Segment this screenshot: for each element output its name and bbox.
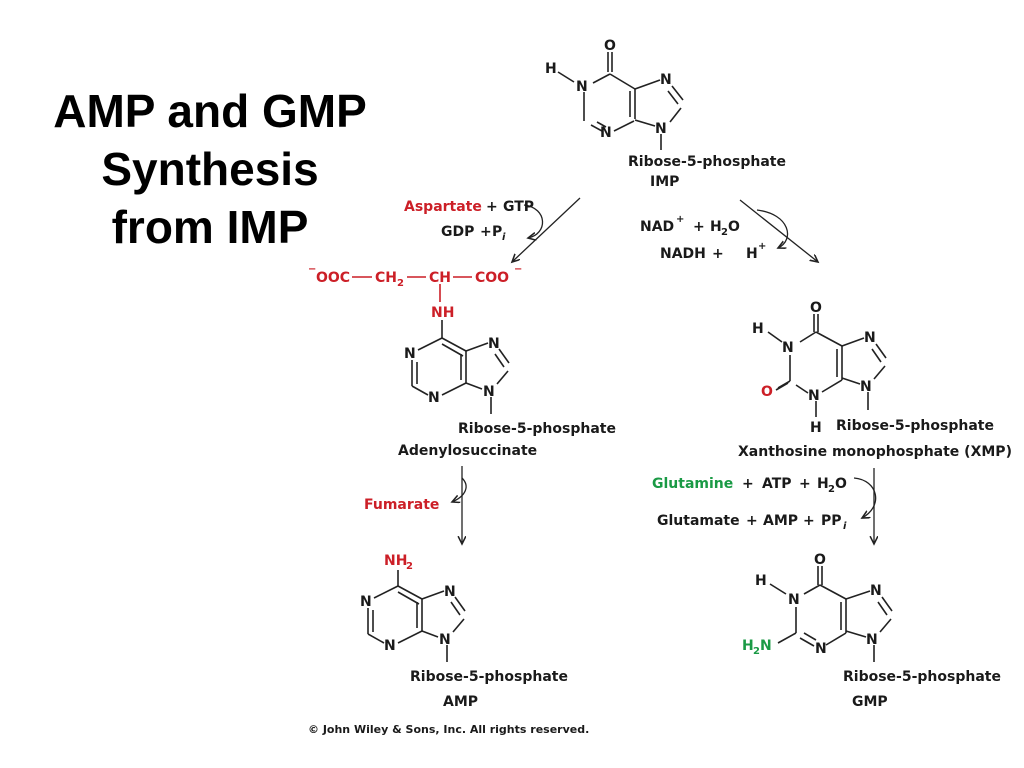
plus-sign: + [742, 476, 754, 492]
gmp-n3: N [815, 641, 827, 657]
fumarate-label: Fumarate [364, 497, 439, 513]
glutamine-label: Glutamine [652, 476, 733, 492]
title-line-1: AMP and GMP [53, 85, 367, 137]
atp-label: ATP [762, 476, 792, 492]
imp-n3: N [600, 125, 612, 141]
xmp-name: Xanthosine monophosphate (XMP) [738, 444, 1012, 460]
plus-sign: + [803, 513, 815, 529]
adenylosuccinate-sugar: Ribose-5-phosphate [458, 421, 616, 437]
h2o-subscript: 2 [828, 484, 835, 495]
ade-n1: N [404, 346, 416, 362]
imp-o: O [604, 38, 616, 54]
title-line-3: from IMP [111, 201, 309, 253]
nad-label: NAD [640, 219, 674, 235]
gmp-h1: H [755, 573, 767, 589]
h2o-subscript: 2 [721, 227, 728, 238]
gmp-o6: O [814, 552, 826, 568]
ade-n9: N [483, 384, 495, 400]
adenylosuccinate-structure: − OOC CH 2 CH COO − NH N N N N Ribose-5-… [308, 264, 616, 459]
plus-sign: + [486, 199, 498, 215]
xmp-h1: H [752, 321, 764, 337]
amp-n7: N [444, 584, 456, 600]
xmp-n7: N [864, 330, 876, 346]
imp-name: IMP [650, 174, 679, 190]
succinyl-ch2-subscript: 2 [397, 278, 404, 289]
amp-structure: NH 2 N N N N Ribose-5-phosphate AMP [360, 553, 568, 710]
right-step2: Glutamine + ATP + H 2 O Glutamate + AMP … [652, 468, 876, 544]
xmp-o6: O [810, 300, 822, 316]
amp-n1: N [360, 594, 372, 610]
succinyl-ch2: CH [375, 270, 397, 286]
gmp-name: GMP [852, 694, 888, 710]
gmp-n7: N [870, 583, 882, 599]
amp-product-label: AMP [763, 513, 798, 529]
slide-title: AMP and GMP Synthesis from IMP [20, 82, 400, 256]
plus-sign: + [693, 219, 705, 235]
xmp-h3: H [810, 420, 822, 436]
hplus-charge: + [758, 241, 766, 252]
gmp-structure: H N O H 2 N N N N Ribose-5-phosphate GMP [742, 552, 1001, 710]
amp-n9: N [439, 632, 451, 648]
pi-label: P [492, 224, 502, 240]
ade-n7: N [488, 336, 500, 352]
gmp-n9: N [866, 632, 878, 648]
left-step2: Fumarate [364, 466, 467, 544]
succinyl-charge-right: − [514, 264, 522, 275]
plus-sign: + [712, 246, 724, 262]
plus-sign: + [746, 513, 758, 529]
succinyl-ch: CH [429, 270, 451, 286]
xmp-structure: H N O O N H N N Ribose-5-phosphate Xanth… [738, 300, 1012, 460]
succinyl-nh: NH [431, 305, 454, 321]
copyright-notice: © John Wiley & Sons, Inc. All rights res… [308, 723, 589, 736]
pi-subscript: i [502, 232, 506, 243]
imp-n1: N [576, 79, 588, 95]
hplus-label: H [746, 246, 758, 262]
gmp-h2n-n: N [760, 638, 772, 654]
succinyl-coo: COO [475, 270, 509, 286]
h2o-h: H [710, 219, 722, 235]
gmp-sugar: Ribose-5-phosphate [843, 669, 1001, 685]
xmp-n1: N [782, 340, 794, 356]
gtp-label: GTP [503, 199, 534, 215]
amp-name: AMP [443, 694, 478, 710]
nadh-label: NADH [660, 246, 706, 262]
h2o-h: H [817, 476, 829, 492]
h2o-o: O [728, 219, 740, 235]
adenylosuccinate-name: Adenylosuccinate [398, 443, 537, 459]
ppi-label: PP [821, 513, 842, 529]
gmp-h2n-subscript: 2 [753, 646, 760, 657]
left-step1: Aspartate + GTP GDP + P i [404, 197, 581, 262]
glutamate-label: Glutamate [657, 513, 740, 529]
succinyl-ooc: OOC [316, 270, 350, 286]
xmp-sugar: Ribose-5-phosphate [836, 418, 994, 434]
imp-sugar: Ribose-5-phosphate [628, 154, 786, 170]
h2o-o: O [835, 476, 847, 492]
imp-n9: N [655, 121, 667, 137]
amp-nh2-subscript: 2 [406, 561, 413, 572]
amp-n3: N [384, 638, 396, 654]
gmp-h2n-h: H [742, 638, 754, 654]
imp-structure: H N N O N N Ribose-5-phosphate IMP [545, 38, 786, 190]
imp-h: H [545, 61, 557, 77]
gmp-n1: N [788, 592, 800, 608]
nad-charge: + [676, 214, 684, 225]
xmp-n9: N [860, 379, 872, 395]
plus-sign: + [799, 476, 811, 492]
xmp-n3: N [808, 388, 820, 404]
plus-sign: + [480, 224, 492, 240]
ppi-subscript: i [843, 521, 847, 532]
xmp-o2: O [761, 384, 773, 400]
ade-n3: N [428, 390, 440, 406]
imp-n7: N [660, 72, 672, 88]
aspartate-label: Aspartate [404, 199, 482, 215]
succinyl-charge-left: − [308, 264, 316, 275]
right-step1: NAD + + H 2 O NADH + H + [640, 199, 818, 262]
title-line-2: Synthesis [101, 143, 319, 195]
amp-nh2: NH [384, 553, 407, 569]
amp-sugar: Ribose-5-phosphate [410, 669, 568, 685]
gdp-label: GDP [441, 224, 474, 240]
